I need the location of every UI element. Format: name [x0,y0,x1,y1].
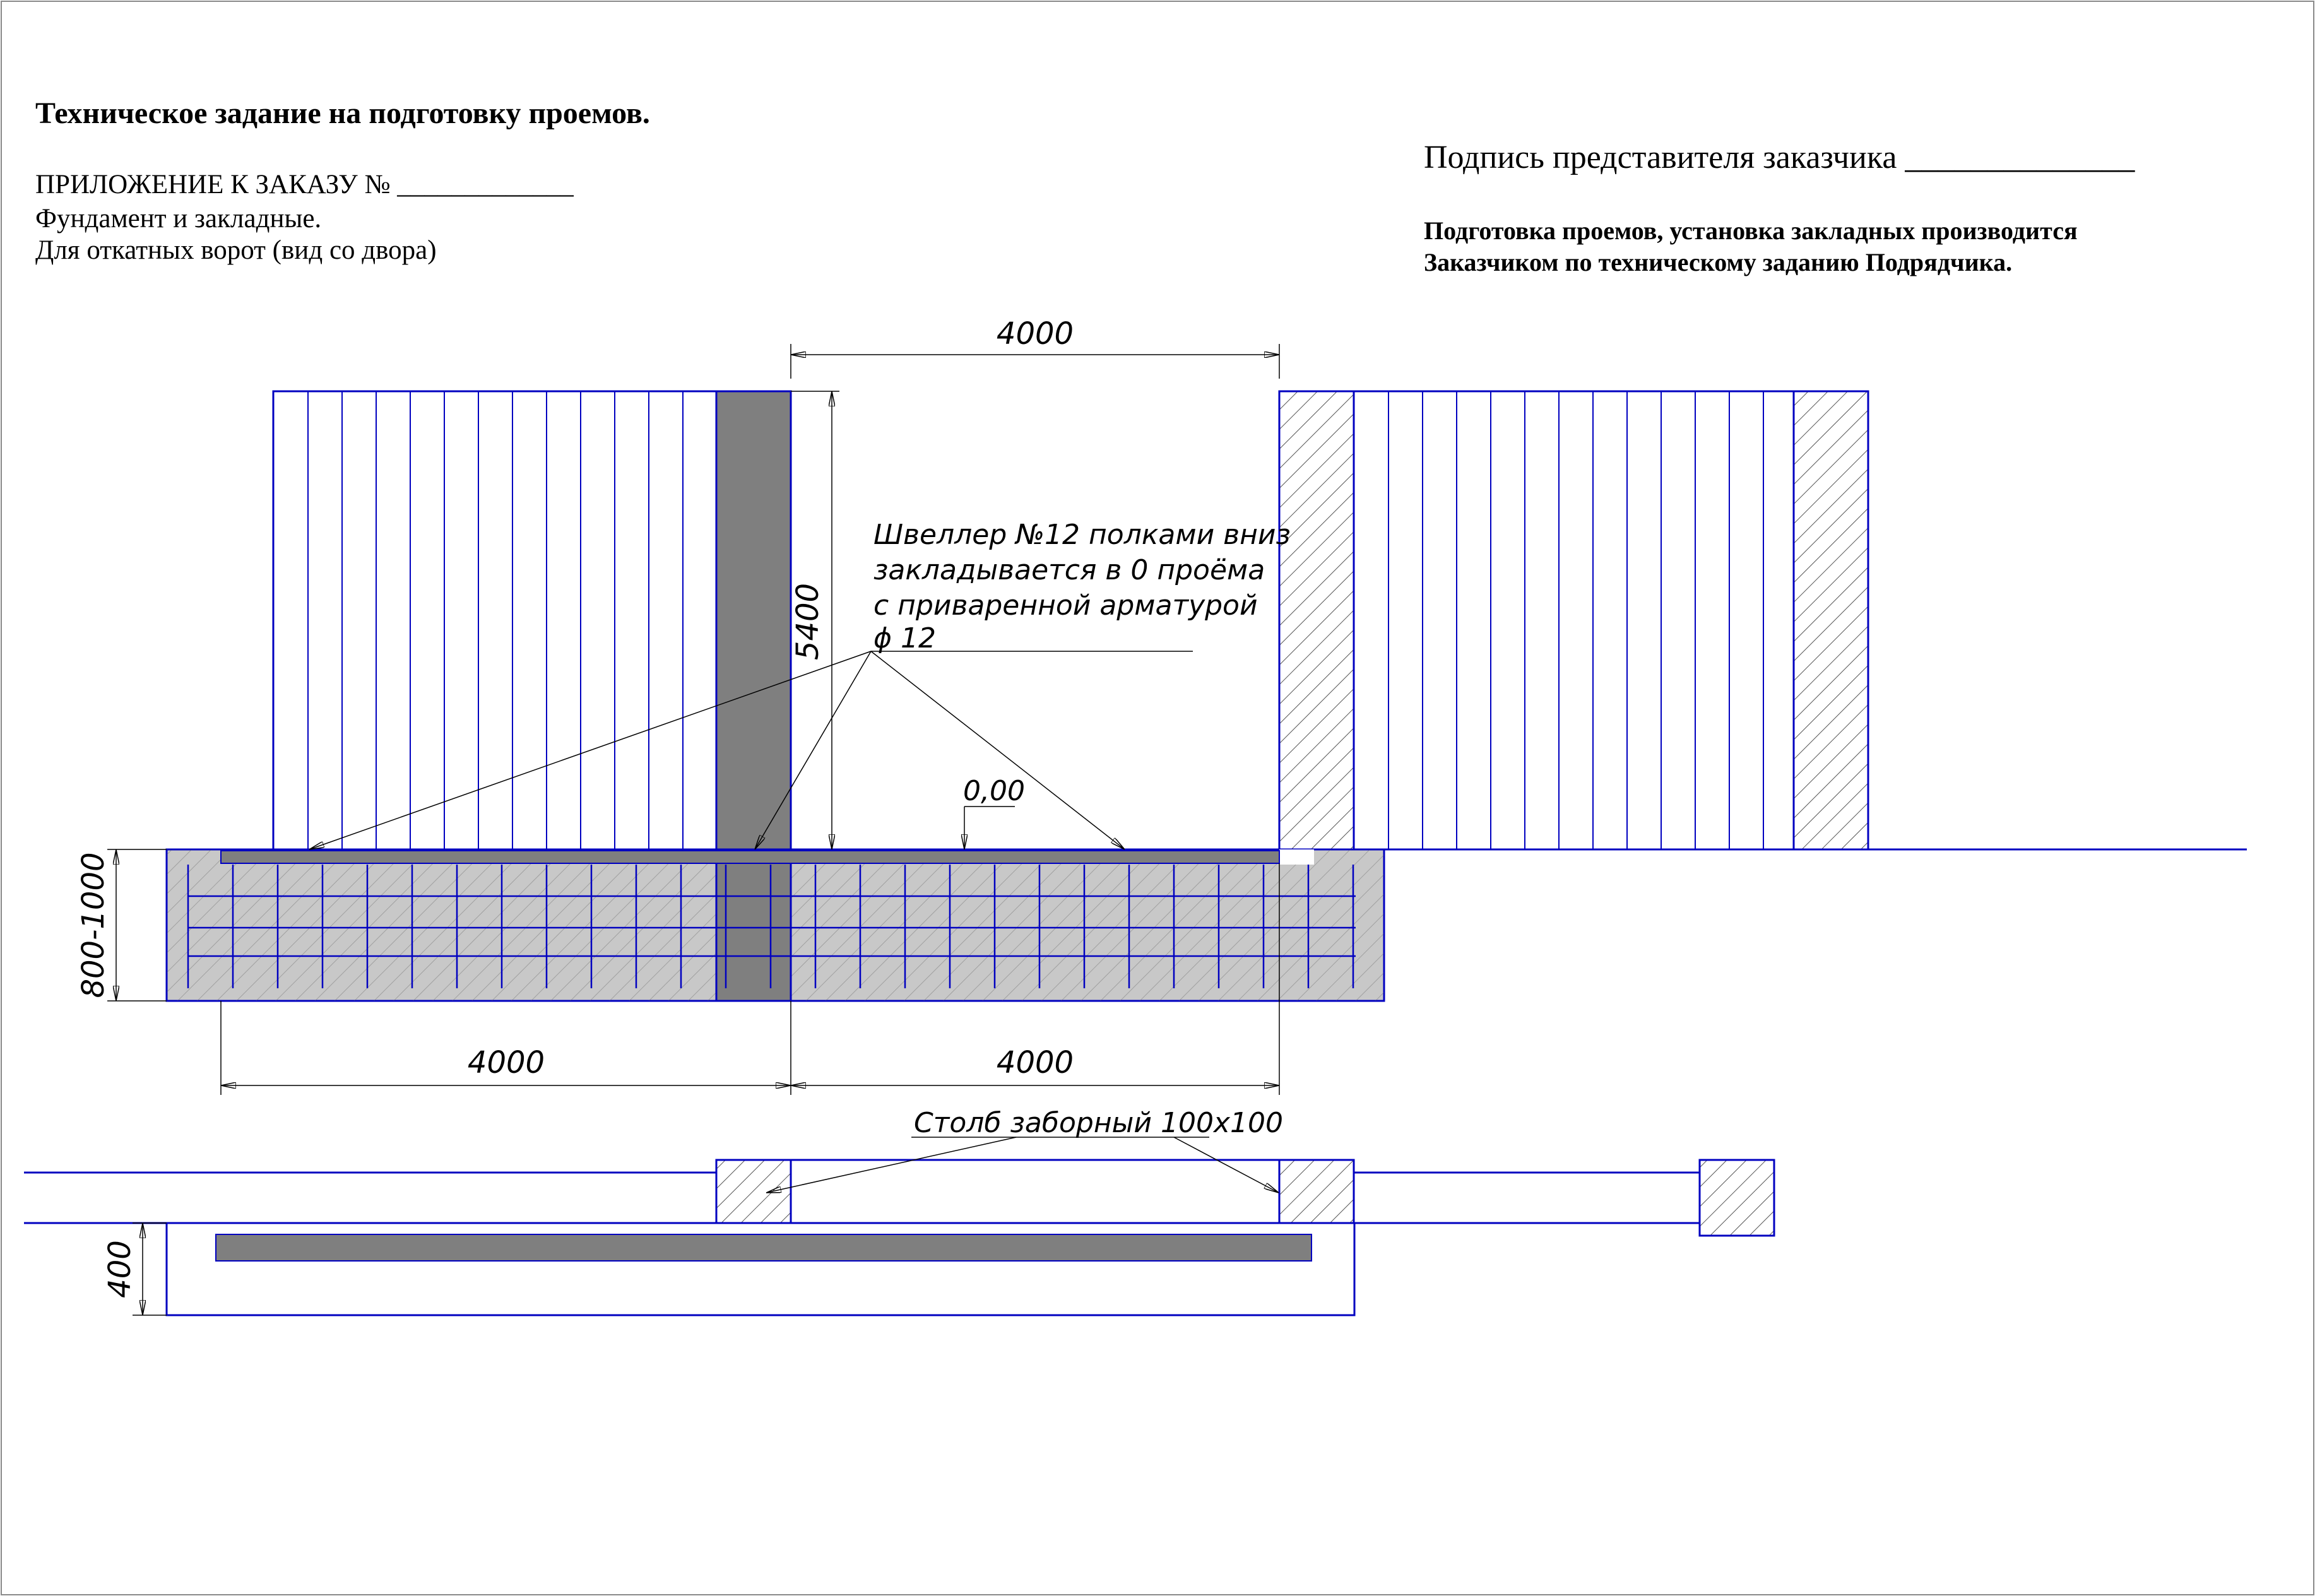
dimension-plan-depth-label: 400 [102,1240,138,1298]
dimension-bottom-right-label: 4000 [997,1045,1074,1080]
level-mark-label: 0,00 [963,775,1025,807]
embedded-channel [220,850,1280,864]
plan-far-post [1698,1159,1775,1237]
dimension-top-width-label: 4000 [997,316,1074,352]
level-mark [964,806,1015,849]
dimension-depth [107,849,167,1002]
dimension-bottom-left-label: 4000 [468,1045,545,1080]
dimension-depth-label: 800-1000 [76,852,111,998]
responsibility-note-line-2: Заказчиком по техническому заданию Подря… [1424,248,2013,276]
channel-note-line-2: закладывается в 0 проёма [873,554,1265,586]
dimension-plan-depth [133,1222,167,1316]
channel-note-line-3: с приваренной арматурой [873,589,1258,622]
plan-view [24,1159,1775,1316]
right-fence-panel [1353,390,1795,851]
post-note-leaders [766,1137,1279,1193]
gate-type-label: Для откатных ворот (вид со двора) [35,235,437,265]
order-line: ПРИЛОЖЕНИЕ К ЗАКАЗУ № _____________ [35,170,574,199]
dimension-top-width [790,344,1280,379]
foundation-block [165,848,1385,1002]
post-note-label: Столб заборный 100х100 [914,1107,1283,1139]
foundation-label: Фундамент и закладные. [35,204,322,233]
dimension-bottom [220,863,1280,1095]
plan-channel [215,1234,1312,1262]
far-right-pillar [1792,390,1869,851]
responsibility-note-line-1: Подготовка проемов, установка закладных … [1424,216,2078,245]
channel-note-line-1: Швеллер №12 полками вниз [873,519,1291,551]
dimension-height [791,391,839,849]
dimension-height-label: 5400 [790,583,826,660]
customer-signature-line: Подпись представителя заказчика ________… [1424,139,2135,175]
right-gate-pillar [1278,390,1355,851]
left-fence-panel [272,390,718,851]
channel-note-line-4: ϕ 12 [873,622,936,654]
channel-note-leaders [309,651,1193,849]
page-title: Техническое задание на подготовку проемо… [35,97,650,130]
